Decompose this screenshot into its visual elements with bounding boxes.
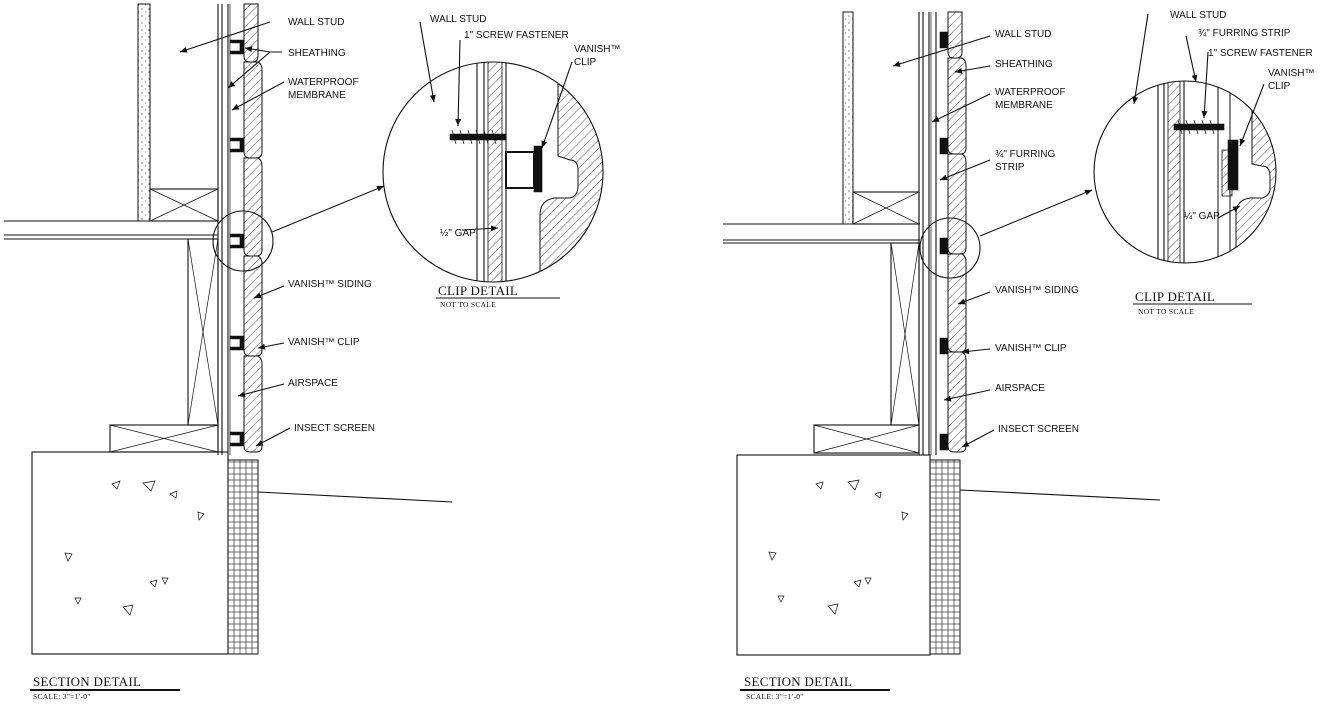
wall-layers xyxy=(918,12,937,455)
drainage-mat xyxy=(227,459,259,655)
detail-scale: NOT TO SCALE xyxy=(440,300,496,309)
detail-scale: NOT TO SCALE xyxy=(1138,307,1194,316)
section-scale: SCALE: 3"=1'-0" xyxy=(33,692,91,701)
label-airspace: AIRSPACE xyxy=(288,378,338,389)
detail-title: CLIP DETAIL xyxy=(1135,289,1215,304)
detail-label-screw: 1" SCREW FASTENER xyxy=(464,30,569,41)
right-leaders xyxy=(892,35,995,448)
detail-label-gap: ¼" GAP xyxy=(1184,210,1220,222)
detail-label-wall-stud: WALL STUD xyxy=(1170,10,1227,21)
label-sheathing: SHEATHING xyxy=(995,59,1053,70)
label-insect-screen: INSECT SCREEN xyxy=(294,423,375,434)
label-sheathing: SHEATHING xyxy=(288,48,346,59)
label-clip: VANISH™ CLIP xyxy=(288,337,360,348)
right-labels: WALL STUD SHEATHING WATERPROOF MEMBRANE … xyxy=(995,29,1079,435)
section-title: SECTION DETAIL xyxy=(744,674,852,689)
drainage-mat xyxy=(929,459,961,655)
label-siding: VANISH™ SIDING xyxy=(995,285,1079,296)
siding-boards xyxy=(243,3,263,453)
wall-layers xyxy=(217,4,231,455)
label-siding: VANISH™ SIDING xyxy=(288,279,372,290)
label-furring-2: STRIP xyxy=(995,162,1025,173)
detail-label-wall-stud: WALL STUD xyxy=(430,14,487,25)
detail-label-gap: ½" GAP xyxy=(440,228,476,239)
label-insect-screen: INSECT SCREEN xyxy=(998,424,1079,435)
floor-framing xyxy=(723,191,920,454)
right-clip-detail: WALL STUD ¾" FURRING STRIP 1" SCREW FAST… xyxy=(1093,10,1315,316)
left-leaders xyxy=(179,21,291,447)
right-section-detail: WALL STUD SHEATHING WATERPROOF MEMBRANE … xyxy=(723,10,1315,701)
vanish-clips xyxy=(939,31,949,451)
label-furring-1: ¾" FURRING xyxy=(995,149,1055,160)
detail-label-furring: ¾" FURRING STRIP xyxy=(1198,28,1291,39)
detail-label-clip-1: VANISH™ xyxy=(574,44,621,55)
detail-label-clip-2: CLIP xyxy=(1268,81,1291,92)
label-wall-stud: WALL STUD xyxy=(288,17,345,28)
siding-boards xyxy=(947,11,967,453)
left-section-detail: WALL STUD SHEATHING WATERPROOF MEMBRANE … xyxy=(4,3,621,701)
floor-framing xyxy=(4,188,219,453)
label-membrane-1: WATERPROOF xyxy=(288,77,359,88)
detail-label-clip-2: CLIP xyxy=(574,57,597,68)
callout-circle xyxy=(212,210,274,272)
grade-line xyxy=(257,491,453,503)
interior-stud xyxy=(842,11,854,225)
left-clip-detail: WALL STUD 1" SCREW FASTENER VANISH™ CLIP… xyxy=(382,14,621,309)
label-airspace: AIRSPACE xyxy=(995,383,1045,394)
label-membrane-1: WATERPROOF xyxy=(995,87,1066,98)
interior-stud xyxy=(137,3,151,222)
detail-title: CLIP DETAIL xyxy=(438,283,518,298)
label-membrane-2: MEMBRANE xyxy=(995,100,1053,111)
concrete-foundation xyxy=(736,454,931,656)
left-labels: WALL STUD SHEATHING WATERPROOF MEMBRANE … xyxy=(288,17,375,434)
aggregate-marks xyxy=(64,480,205,616)
grade-line xyxy=(959,489,1161,501)
section-scale: SCALE: 3"=1'-0" xyxy=(746,692,804,701)
vanish-clips xyxy=(229,39,245,447)
detail-label-clip-1: VANISH™ xyxy=(1268,68,1315,79)
concrete-foundation xyxy=(31,451,229,655)
label-membrane-2: MEMBRANE xyxy=(288,90,346,101)
callout-circle xyxy=(919,217,981,279)
label-wall-stud: WALL STUD xyxy=(995,29,1052,40)
section-title: SECTION DETAIL xyxy=(33,674,141,689)
aggregate-marks xyxy=(768,479,909,615)
detail-label-screw: 1" SCREW FASTENER xyxy=(1208,48,1313,59)
label-clip: VANISH™ CLIP xyxy=(995,343,1067,354)
